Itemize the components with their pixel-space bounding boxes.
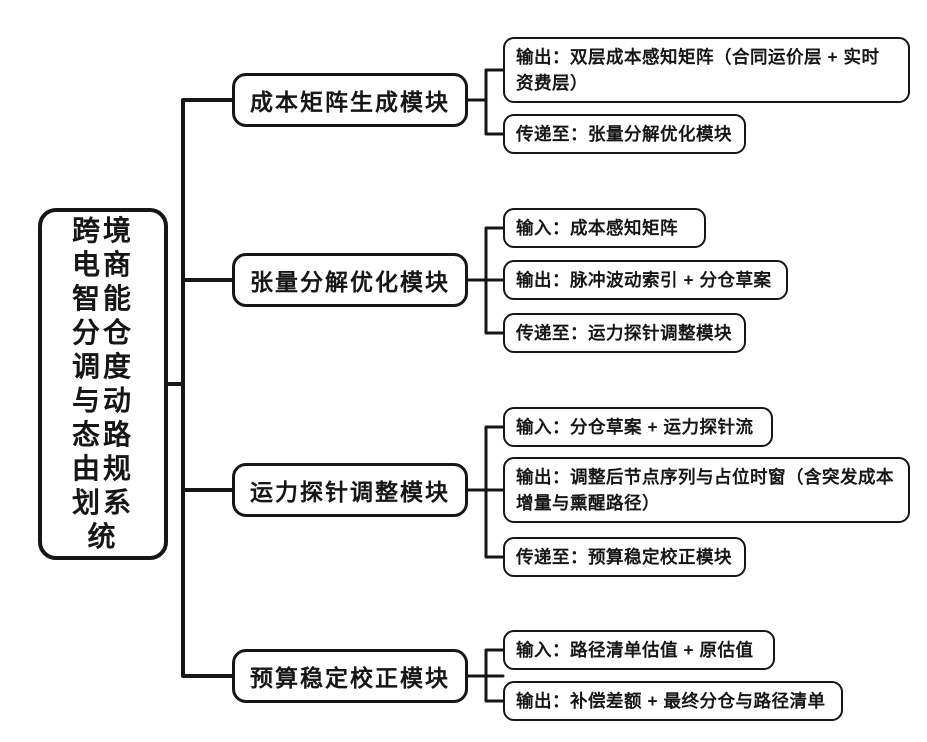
probe-output-node: 输出：调整后节点序列与占位时窗（含突发成本增量与熏醒路径） — [503, 457, 910, 523]
budget-input-text: 输入：路径清单估值 + 原估值 — [516, 640, 754, 660]
root-system-label: 跨境电商智能分仓调度与动态路由规划系统 — [71, 215, 134, 552]
budget-output-node: 输出：补偿差额 + 最终分仓与路径清单 — [503, 681, 843, 721]
tensor-input-node: 输入：成本感知矩阵 — [503, 208, 706, 248]
module2-branch-lines — [466, 226, 505, 335]
module-cost-matrix-generation-label: 成本矩阵生成模块 — [250, 89, 450, 115]
module-cost-matrix-generation: 成本矩阵生成模块 — [232, 73, 468, 127]
tensor-passto-node: 传递至：运力探针调整模块 — [503, 313, 746, 353]
tensor-output-text: 输出：脉冲波动索引 + 分仓草案 — [516, 270, 772, 290]
probe-input-text: 输入：分仓草案 + 运力探针流 — [516, 417, 754, 437]
cost-matrix-passto-text: 传递至：张量分解优化模块 — [516, 124, 732, 144]
cost-matrix-output-text: 输出：双层成本感知矩阵（合同运价层 + 实时资费层） — [516, 47, 880, 93]
probe-passto-text: 传递至：预算稳定校正模块 — [516, 547, 732, 567]
module1-branch-lines — [466, 68, 505, 136]
module3-branch-lines — [466, 425, 505, 559]
cost-matrix-passto-node: 传递至：张量分解优化模块 — [503, 114, 746, 154]
root-system-node: 跨境电商智能分仓调度与动态路由规划系统 — [38, 208, 168, 560]
budget-input-node: 输入：路径清单估值 + 原估值 — [503, 630, 775, 670]
probe-output-text: 输出：调整后节点序列与占位时窗（含突发成本增量与熏醒路径） — [516, 467, 894, 513]
module-capacity-probe-adjustment-label: 运力探针调整模块 — [250, 479, 450, 505]
root-branch-lines — [166, 98, 234, 678]
cost-matrix-output-node: 输出：双层成本感知矩阵（合同运价层 + 实时资费层） — [503, 37, 910, 103]
probe-input-node: 输入：分仓草案 + 运力探针流 — [503, 407, 773, 447]
tensor-input-text: 输入：成本感知矩阵 — [516, 218, 678, 238]
module-tensor-decomposition: 张量分解优化模块 — [232, 253, 468, 307]
budget-output-text: 输出：补偿差额 + 最终分仓与路径清单 — [516, 691, 826, 711]
tensor-passto-text: 传递至：运力探针调整模块 — [516, 323, 732, 343]
tensor-output-node: 输出：脉冲波动索引 + 分仓草案 — [503, 260, 788, 300]
module-budget-stability-correction-label: 预算稳定校正模块 — [250, 665, 450, 691]
module4-branch-lines — [466, 648, 505, 703]
module-capacity-probe-adjustment: 运力探针调整模块 — [232, 463, 468, 517]
probe-passto-node: 传递至：预算稳定校正模块 — [503, 537, 746, 577]
module-tensor-decomposition-label: 张量分解优化模块 — [250, 269, 450, 295]
module-budget-stability-correction: 预算稳定校正模块 — [232, 649, 468, 703]
